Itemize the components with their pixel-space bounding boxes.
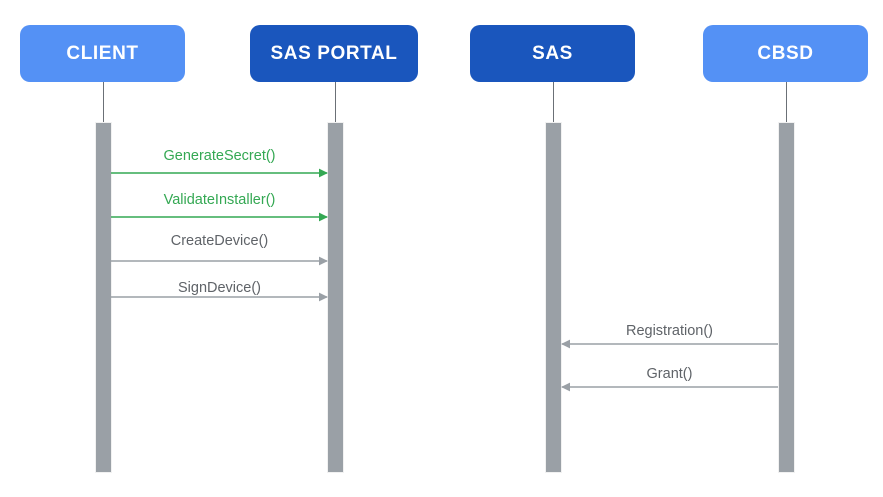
message-arrow-m1 [111,166,328,180]
message-label-m4: SignDevice() [178,280,261,296]
message-label-m3: CreateDevice() [170,233,269,249]
message-arrow-m6 [561,380,778,394]
actor-box-cbsd[interactable]: CBSD [703,25,868,82]
lifeline-client [103,82,104,122]
message-label-m6: Grant() [646,366,693,382]
lifeline-cbsd [786,82,787,122]
lifeline-sas [553,82,554,122]
message-arrow-m2 [111,210,328,224]
message-arrow-m4 [111,290,328,304]
actor-box-sas[interactable]: SAS [470,25,635,82]
lifeline-sas_portal [335,82,336,122]
message-label-m2: ValidateInstaller() [163,192,276,208]
actor-box-client[interactable]: CLIENT [20,25,185,82]
message-arrow-m5 [561,337,778,351]
message-label-m1: GenerateSecret() [163,148,276,164]
activation-bar-cbsd [778,122,795,473]
actor-box-sas_portal[interactable]: SAS PORTAL [250,25,418,82]
message-arrow-m3 [111,254,328,268]
activation-bar-sas [545,122,562,473]
message-label-m5: Registration() [625,323,714,339]
activation-bar-sas_portal [327,122,344,473]
activation-bar-client [95,122,112,473]
